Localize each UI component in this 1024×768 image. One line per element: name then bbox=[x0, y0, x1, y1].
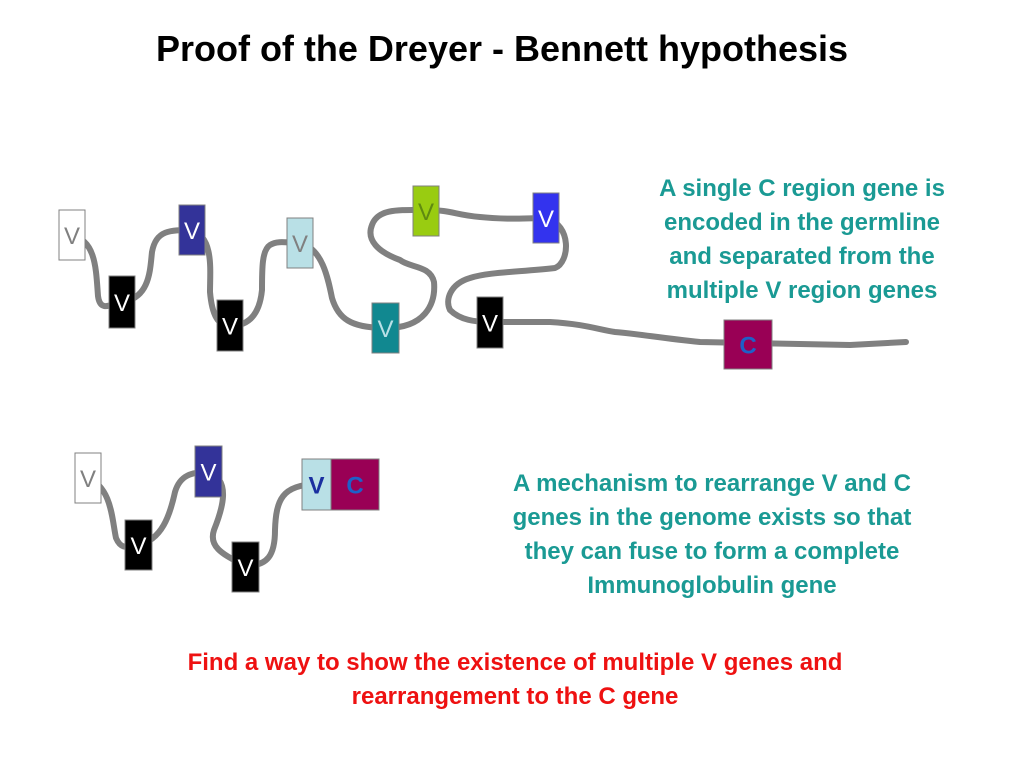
gene-v-lightblue: V bbox=[286, 217, 314, 269]
gene-v-lime: V bbox=[412, 185, 440, 237]
gene-v-black: V bbox=[231, 541, 260, 593]
v-segment-label: V bbox=[200, 460, 216, 487]
task-note-line: Find a way to show the existence of mult… bbox=[187, 649, 843, 676]
germline-note: A single C region gene is encoded in the… bbox=[612, 172, 992, 308]
germline-genes: V V V V V V V bbox=[58, 185, 773, 370]
v-segment bbox=[412, 185, 440, 237]
germline-locus: V V V V V V V bbox=[58, 185, 909, 370]
rearrangement-note-line: Immunoglobulin gene bbox=[587, 572, 837, 599]
gene-v-lightblue-fused: V bbox=[301, 458, 332, 511]
gene-v-navy: V bbox=[178, 204, 206, 256]
v-segment-label: V bbox=[184, 218, 200, 245]
germline-note-line: A single C region gene is bbox=[659, 175, 945, 202]
v-segment-label: V bbox=[482, 311, 498, 338]
task-note: Find a way to show the existence of mult… bbox=[40, 646, 990, 714]
rearranged-locus: V V V V V C bbox=[74, 445, 380, 593]
rearrangement-note: A mechanism to rearrange V and C genes i… bbox=[462, 467, 962, 603]
rearrangement-note-line: genes in the genome exists so that bbox=[512, 504, 912, 531]
v-segment bbox=[371, 302, 400, 354]
v-segment-label: V bbox=[64, 223, 80, 250]
germline-note-line: encoded in the germline bbox=[663, 209, 941, 236]
c-segment-label: C bbox=[739, 333, 756, 360]
v-segment-label: V bbox=[80, 466, 96, 493]
gene-v-navy: V bbox=[194, 445, 223, 498]
v-segment bbox=[124, 519, 153, 571]
gene-v-black: V bbox=[108, 275, 136, 329]
germline-note-line: and separated from the bbox=[669, 243, 935, 270]
rearrangement-note-line: they can fuse to form a complete bbox=[524, 538, 900, 565]
gene-v-black: V bbox=[124, 519, 153, 571]
v-segment bbox=[194, 445, 223, 498]
v-segment bbox=[74, 452, 102, 504]
v-segment-label: V bbox=[237, 555, 253, 582]
c-segment bbox=[330, 458, 380, 511]
v-segment bbox=[216, 299, 244, 352]
c-segment-label: C bbox=[346, 473, 363, 500]
v-segment bbox=[532, 192, 560, 244]
rearranged-genes: V V V V V C bbox=[74, 445, 380, 593]
gene-c-fused: C bbox=[330, 458, 380, 511]
v-segment bbox=[231, 541, 260, 593]
germline-note-line: multiple V region genes bbox=[666, 277, 938, 304]
v-segment-label: V bbox=[538, 206, 554, 233]
v-segment-label: V bbox=[418, 199, 434, 226]
v-segment bbox=[58, 209, 86, 261]
v-segment bbox=[178, 204, 206, 256]
gene-v-white: V bbox=[58, 209, 86, 261]
rearrangement-note-line: A mechanism to rearrange V and C bbox=[513, 470, 911, 497]
gene-v-blue: V bbox=[532, 192, 560, 244]
v-segment bbox=[476, 296, 504, 349]
v-segment bbox=[301, 458, 332, 511]
gene-c: C bbox=[723, 319, 773, 370]
slide-title: Proof of the Dreyer - Bennett hypothesis bbox=[155, 28, 849, 69]
gene-v-teal: V bbox=[371, 302, 400, 354]
gene-v-black: V bbox=[216, 299, 244, 352]
gene-v-white: V bbox=[74, 452, 102, 504]
c-segment bbox=[723, 319, 773, 370]
v-segment-label: V bbox=[308, 473, 324, 500]
v-segment-label: V bbox=[292, 231, 308, 258]
v-segment-label: V bbox=[377, 316, 393, 343]
v-segment bbox=[108, 275, 136, 329]
v-segment-label: V bbox=[130, 533, 146, 560]
v-segment-label: V bbox=[222, 314, 238, 341]
task-note-line: rearrangement to the C gene bbox=[351, 683, 679, 710]
gene-v-black: V bbox=[476, 296, 504, 349]
v-segment-label: V bbox=[114, 290, 130, 317]
v-segment bbox=[286, 217, 314, 269]
